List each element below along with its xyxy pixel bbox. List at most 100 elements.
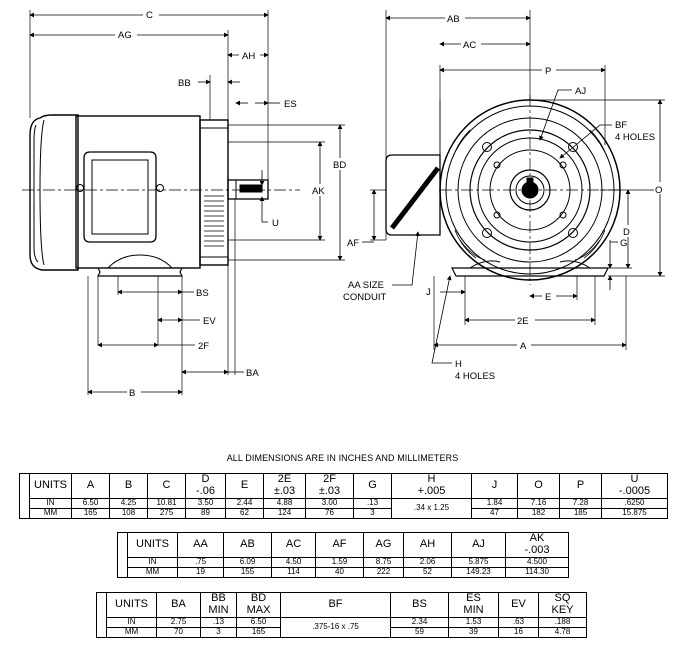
side-view	[22, 10, 345, 395]
table-cell: 182	[517, 508, 560, 519]
table-cell: 4.500	[505, 557, 569, 568]
col-AA: AA	[177, 532, 224, 558]
label-AF: AF	[347, 238, 359, 249]
col-BS: BS	[390, 592, 449, 618]
label-B: B	[129, 388, 135, 399]
col-BF: BF	[280, 592, 391, 618]
table-1-mm-row: MM 165 108 275 89 62 124 76 3 47 182 185…	[20, 508, 668, 519]
table-cell: 185	[559, 508, 602, 519]
table-cell: 40	[315, 567, 364, 578]
table-cell: 7.16	[517, 498, 560, 509]
table-cell: 3.50	[185, 498, 226, 509]
table-3-mm-row: MM 70 3 165 59 39 16 4.78	[97, 627, 587, 638]
label-P: P	[545, 66, 551, 77]
table-cell: 2.75	[156, 617, 201, 628]
col-O: O	[517, 473, 560, 499]
table-cell: 2.06	[403, 557, 452, 568]
table-cell: 39	[448, 627, 499, 638]
table-cell: 149.23	[451, 567, 506, 578]
table-cell: 8.75	[363, 557, 404, 568]
table-1-in-row: IN 6.50 4.25 10.81 3.50 2.44 4.88 3.00 .…	[20, 498, 668, 519]
table-cell: 3.00	[305, 498, 354, 509]
table-cell: 124	[263, 508, 306, 519]
table-cell: 4.78	[538, 627, 587, 638]
col-units: UNITS	[29, 473, 72, 499]
motor-dimension-drawing: C AG AH BB ES BD AK U BS EV 2F BA B AB A…	[22, 8, 666, 399]
table-cell: 5.875	[451, 557, 506, 568]
table-cell: 155	[223, 567, 272, 578]
col-units: UNITS	[106, 592, 157, 618]
col-2F: 2F±.03	[305, 473, 354, 499]
label-H-holes: 4 HOLES	[455, 371, 495, 382]
table-cell: 19	[177, 567, 224, 578]
table-cell: .34 x 1.25	[391, 498, 472, 519]
dimensions-heading: ALL DIMENSIONS ARE IN INCHES AND MILLIME…	[226, 453, 459, 463]
table-cell: 275	[147, 508, 186, 519]
label-BD: BD	[333, 160, 346, 171]
col-units: UNITS	[127, 532, 178, 558]
col-B: B	[109, 473, 148, 499]
label-BS: BS	[196, 288, 209, 299]
table-1-margin	[19, 473, 30, 519]
label-E: E	[545, 292, 551, 303]
table-cell: 3	[353, 508, 392, 519]
table-cell: 7.28	[559, 498, 602, 509]
table-cell: MM	[127, 567, 178, 578]
table-cell: .375-16 x .75	[280, 617, 391, 638]
label-A: A	[520, 341, 527, 352]
table-cell: 10.81	[147, 498, 186, 509]
dimension-labels: C AG AH BB ES BD AK U BS EV 2F BA B AB A…	[115, 8, 666, 399]
label-BF-holes: 4 HOLES	[615, 132, 655, 143]
label-J: J	[426, 287, 431, 298]
label-AC: AC	[463, 40, 476, 51]
label-C: C	[146, 10, 153, 21]
table-3-margin	[96, 592, 107, 638]
col-AC: AC	[271, 532, 316, 558]
table-cell: 47	[471, 508, 518, 519]
table-cell: 59	[390, 627, 449, 638]
table-cell: MM	[29, 508, 72, 519]
col-A: A	[71, 473, 110, 499]
table-cell: 2.44	[225, 498, 264, 509]
table-cell: 70	[156, 627, 201, 638]
label-AH: AH	[242, 51, 255, 62]
col-AK: AK-.003	[505, 532, 569, 558]
col-D: D-.06	[185, 473, 226, 499]
table-cell: 114	[271, 567, 316, 578]
col-E: E	[225, 473, 264, 499]
table-cell: 4.88	[263, 498, 306, 509]
table-cell: .13	[200, 617, 237, 628]
table-cell: 52	[403, 567, 452, 578]
label-AA-conduit: CONDUIT	[343, 292, 386, 303]
label-AK: AK	[312, 186, 325, 197]
col-AG: AG	[363, 532, 404, 558]
table-cell: 1.53	[448, 617, 499, 628]
col-EV: EV	[498, 592, 539, 618]
col-P: P	[559, 473, 602, 499]
label-U: U	[272, 218, 279, 229]
col-AB: AB	[223, 532, 272, 558]
label-BF: BF	[615, 120, 627, 131]
label-EV: EV	[203, 316, 216, 327]
label-H: H	[455, 359, 462, 370]
label-BA: BA	[246, 368, 259, 379]
table-cell: 76	[305, 508, 354, 519]
table-cell: 6.09	[223, 557, 272, 568]
table-cell: .75	[177, 557, 224, 568]
table-1-header-row: UNITS A B C D-.06 E 2E±.03 2F±.03 G H+.0…	[19, 473, 668, 519]
table-3-in-row: IN 2.75 .13 6.50 .375-16 x .75 2.34 1.53…	[97, 617, 587, 638]
table-cell: .63	[498, 617, 539, 628]
label-G: G	[620, 238, 627, 249]
end-view	[370, 10, 665, 364]
table-cell: .6250	[601, 498, 668, 509]
table-cell: 62	[225, 508, 264, 519]
table-cell: IN	[29, 498, 72, 509]
label-AB: AB	[447, 14, 460, 25]
col-2E: 2E±.03	[263, 473, 306, 499]
table-2-header-row: UNITS AA AB AC AF AG AH AJ AK-.003	[117, 532, 569, 578]
label-AG: AG	[118, 30, 132, 41]
table-cell: 3	[200, 627, 237, 638]
